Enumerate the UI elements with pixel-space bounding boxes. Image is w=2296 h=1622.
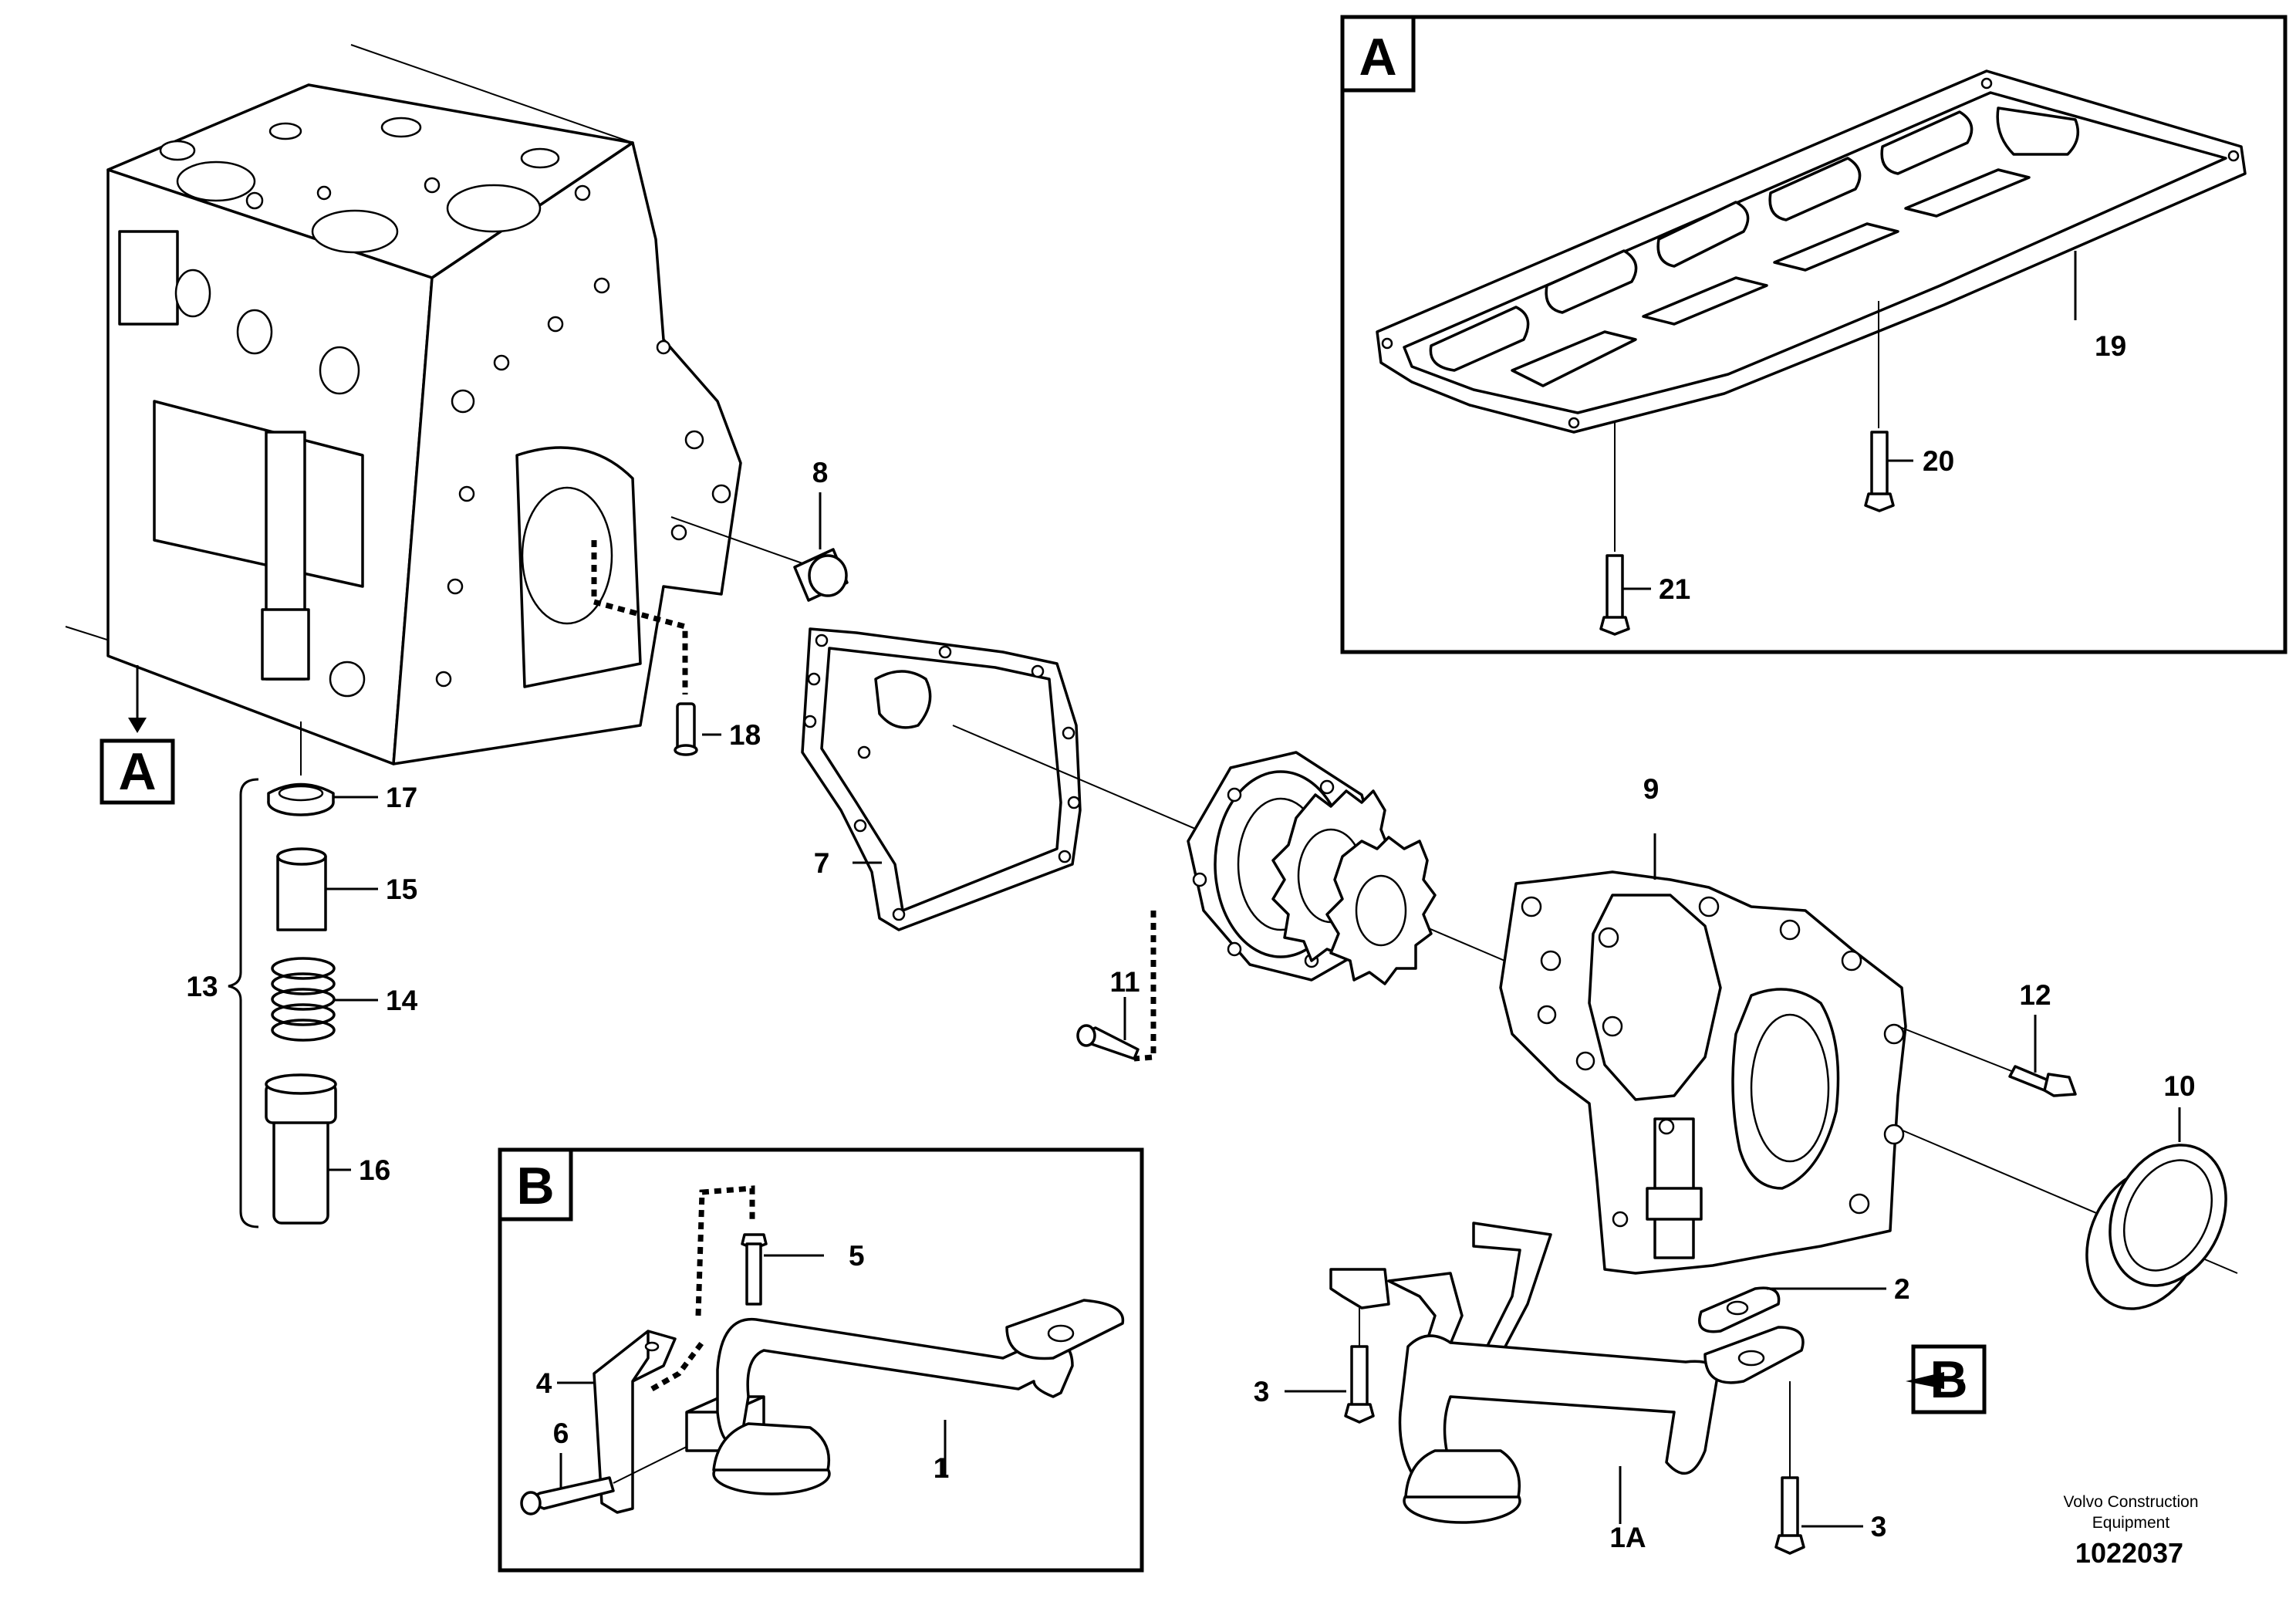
part-7-gasket [801, 627, 1082, 931]
pump-gear-set [1187, 751, 1437, 985]
drawing-number: 1022037 [2075, 1537, 2183, 1569]
label-part-3-left: 3 [1254, 1376, 1270, 1407]
label-part-18: 18 [729, 719, 761, 751]
detail-a-tag-box [1340, 15, 1416, 93]
part-5-dashed-guide [695, 1185, 755, 1316]
label-part-10: 10 [2163, 1070, 2195, 1102]
part-4-bracket [557, 1330, 677, 1514]
label-part-21: 21 [1659, 573, 1690, 605]
label-part-16: 16 [359, 1154, 390, 1186]
label-part-13: 13 [186, 971, 218, 1002]
part-18-dowel [674, 702, 721, 756]
view-b-reference-box [1911, 1344, 1987, 1414]
view-a-reference-box [100, 738, 175, 805]
label-part-17: 17 [386, 782, 417, 813]
part-20-bolt [1864, 301, 1913, 512]
part-15-sleeve [276, 847, 327, 931]
view-b-reference-letter: B [1930, 1350, 1967, 1409]
detail-b-tag-box [498, 1147, 573, 1222]
detail-a-letter: A [1359, 28, 1396, 86]
group-13-brace [228, 778, 259, 1228]
part-3-bolt-left [1285, 1308, 1375, 1424]
label-part-1a: 1A [1609, 1522, 1646, 1553]
label-part-5: 5 [849, 1240, 865, 1272]
label-part-8: 8 [812, 457, 829, 488]
part-6-bolt [520, 1431, 718, 1516]
label-part-15: 15 [386, 874, 417, 905]
label-part-11: 11 [1109, 966, 1140, 998]
part-18-dashed-guide [591, 540, 688, 694]
part-5-bolt [741, 1233, 824, 1306]
label-part-19: 19 [2095, 330, 2126, 362]
part-10-shaft-seal [2085, 1107, 2227, 1310]
label-part-12: 12 [2019, 979, 2051, 1011]
detail-b-frame [498, 1147, 1144, 1573]
reference-arrow-b [1906, 1372, 1963, 1389]
label-part-14: 14 [386, 985, 418, 1016]
part-17-seal-ring [267, 721, 335, 816]
part-19-oil-pan-stiffener [1376, 69, 2247, 434]
label-part-7: 7 [814, 847, 830, 879]
reference-arrow-a [128, 665, 147, 733]
part-4-dashed-guide [650, 1340, 704, 1392]
detail-b-letter: B [516, 1157, 554, 1215]
part-3-bolt-right [1774, 1381, 1863, 1555]
detail-a-frame [1340, 15, 2288, 654]
part-8-bushing [670, 492, 849, 602]
credit-line-1: Volvo Construction [2063, 1493, 2198, 1511]
label-part-6: 6 [553, 1418, 569, 1449]
label-part-1: 1 [934, 1452, 950, 1484]
part-1-suction-pipe [685, 1299, 1125, 1495]
part-16-piston [265, 1073, 337, 1225]
label-part-4: 4 [536, 1367, 552, 1399]
credit-line-2: Equipment [2092, 1514, 2170, 1532]
part-12-bolt [1897, 1015, 2077, 1097]
part-11-screw [1076, 997, 1140, 1060]
label-part-20: 20 [1923, 445, 1954, 477]
part-1a-suction-pipe [1329, 1222, 1805, 1524]
label-part-9: 9 [1643, 773, 1660, 805]
label-part-2: 2 [1894, 1273, 1910, 1305]
label-part-3-right: 3 [1871, 1511, 1887, 1543]
view-a-reference-letter: A [118, 742, 156, 801]
part-21-bolt [1599, 423, 1651, 636]
part-14-spring [271, 957, 336, 1042]
part-2-gasket [1698, 1286, 1886, 1333]
part-9-oil-pump-housing [1499, 833, 1907, 1275]
engine-block [65, 44, 742, 765]
